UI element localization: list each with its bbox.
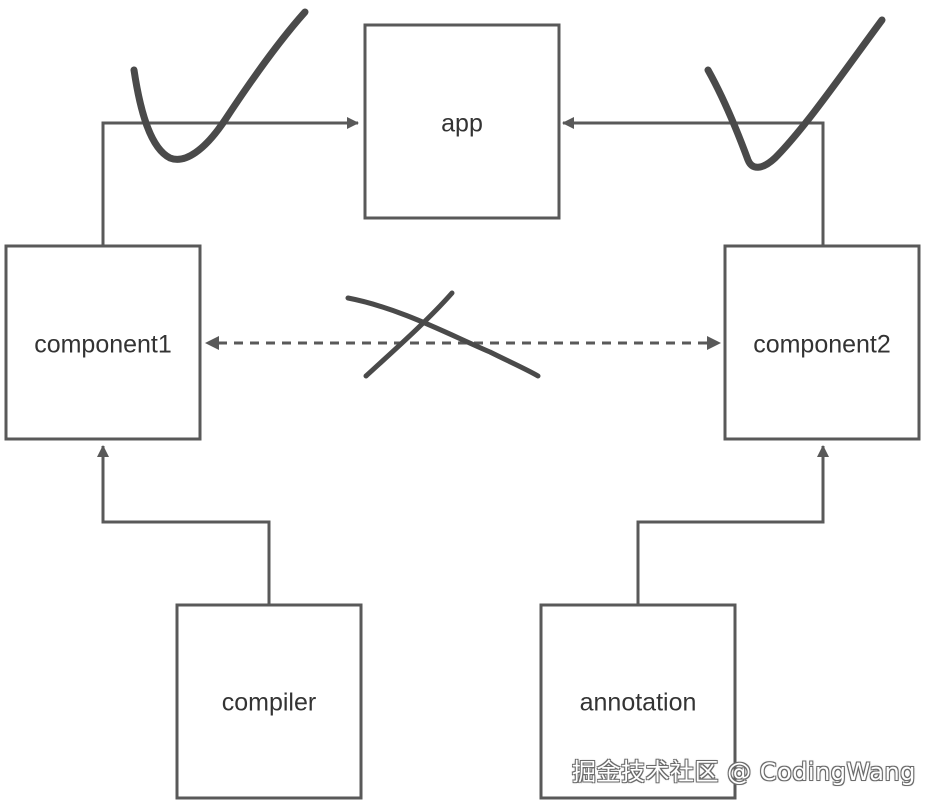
watermark: 掘金技术社区 @ CodingWang xyxy=(572,758,916,786)
node-component1-label: component1 xyxy=(34,331,172,359)
edge-annotation-to-component2 xyxy=(636,445,829,605)
node-compiler-label: compiler xyxy=(222,689,316,717)
node-annotation-label: annotation xyxy=(580,689,697,717)
arrowhead-left xyxy=(205,336,219,350)
node-component1: component1 xyxy=(4,244,202,441)
cross-icon-stroke-1 xyxy=(345,295,541,379)
node-component2: component2 xyxy=(723,244,921,441)
cross-icon-stroke-2 xyxy=(363,290,455,379)
arrowhead-right xyxy=(707,336,721,350)
node-app-label: app xyxy=(441,110,483,138)
edge-compiler-to-component1 xyxy=(97,445,271,605)
node-app: app xyxy=(363,23,561,220)
node-component2-label: component2 xyxy=(753,331,891,359)
node-compiler: compiler xyxy=(175,603,363,800)
node-annotation: annotation xyxy=(539,603,737,800)
checkmark-icon-left xyxy=(130,8,309,163)
edge-component1-to-app xyxy=(101,117,359,245)
edge-component2-to-app xyxy=(562,117,825,245)
checkmark-icon-right xyxy=(704,16,886,171)
